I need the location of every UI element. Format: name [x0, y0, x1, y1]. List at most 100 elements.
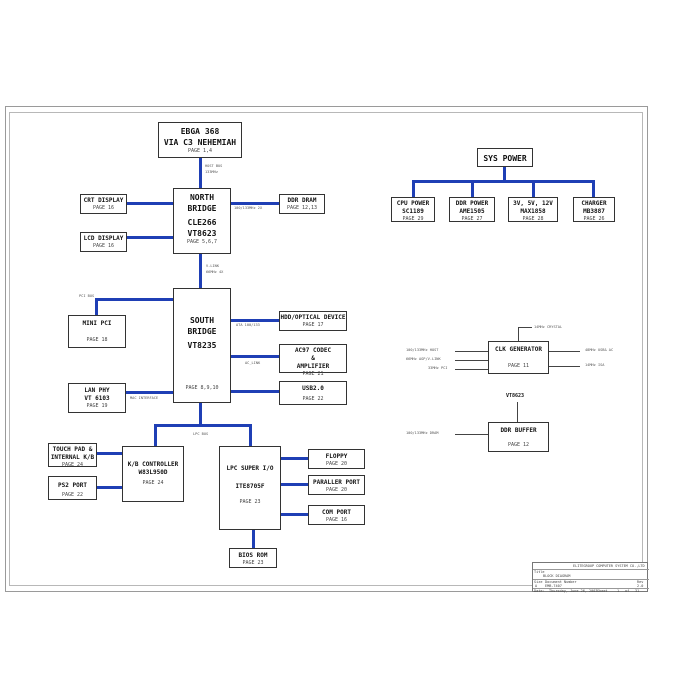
- lpc-to-superio: [249, 424, 252, 446]
- north-line-3: CLE266: [187, 218, 217, 227]
- ddr-bus-label: 100/133MHz 2X: [234, 206, 263, 210]
- parallel-page: PAGE 20: [325, 487, 348, 493]
- kbc-line-2: W83L950D: [138, 469, 168, 476]
- floppy-block: FLOPPY PAGE 20: [308, 449, 365, 469]
- lpc-bus-label: LPC BUS: [193, 432, 209, 436]
- rail-cpupower: [412, 180, 415, 197]
- tb-sheet-label: Sheet: [597, 589, 608, 593]
- pci-bus-h: [95, 298, 173, 301]
- lan-line-1: LAN PHY: [84, 387, 110, 394]
- tb-company: ELITEGROUP COMPUTER SYSTEM CO.,LTD: [573, 564, 645, 568]
- bios-rom-block: BIOS ROM PAGE 23: [229, 548, 277, 568]
- ac97-block: AC97 CODEC & AMPLIFIER PAGE 21: [279, 344, 347, 377]
- tb-size-label: Size: [534, 580, 543, 584]
- crt-title: CRT DISPLAY: [83, 197, 124, 204]
- ps2-title: PS2 PORT: [58, 482, 87, 489]
- ddr-dram-block: DDR DRAM PAGE 12,13: [279, 194, 325, 214]
- tb-rule-2: [533, 579, 649, 580]
- clk-label-r2: 14MHz ISA: [585, 363, 605, 367]
- tb-rule-1: [533, 569, 649, 570]
- ac97-line-3: AMPLIFIER: [296, 363, 330, 370]
- lan-link-line: [126, 391, 173, 394]
- ps2-port-block: PS2 PORT PAGE 22: [48, 476, 97, 500]
- tb-of-label: of: [625, 589, 630, 593]
- parallel-title: PARALLER PORT: [313, 479, 360, 486]
- pci-bus-label: PCI BUS: [79, 294, 95, 298]
- clk-r2-line: [549, 366, 580, 367]
- syspower-stem: [503, 167, 506, 181]
- tb-rev-label: Rev: [637, 580, 644, 584]
- clk-label-l1: 100/133MHz HOST: [406, 348, 439, 352]
- kbc-page: PAGE 24: [142, 480, 164, 486]
- north-bridge-block: NORTH BRIDGE CLE266 VT8623 PAGE 5,6,7: [173, 188, 231, 254]
- south-bridge-block: SOUTH BRIDGE VT8235 PAGE 8,9,10: [173, 288, 231, 403]
- ps2-page: PAGE 22: [61, 492, 84, 498]
- pci-bus-v: [95, 298, 98, 316]
- v3512-line-2: MAX1858: [520, 208, 546, 215]
- com-port-block: COM PORT PAGE 16: [308, 505, 365, 525]
- crt-display-block: CRT DISPLAY PAGE 16: [80, 194, 127, 214]
- hdd-page: PAGE 17: [302, 322, 324, 328]
- tb-of: 31: [635, 589, 640, 593]
- ddrbuf-label-l: 100/133MHz DRAM: [406, 431, 439, 435]
- ac97-line-2: &: [311, 355, 315, 362]
- com-link: [281, 513, 308, 516]
- tb-docnum-label: Document Number: [545, 580, 577, 584]
- lan-line-2: VT 6103: [84, 395, 110, 402]
- floppy-title: FLOPPY: [325, 453, 348, 460]
- cpupower-line-2: SC1189: [402, 208, 424, 215]
- clk-l2-line: [455, 360, 488, 361]
- charger-line-1: CHARGER: [581, 200, 607, 207]
- lcd-display-block: LCD DISPLAY PAGE 16: [80, 232, 127, 252]
- floppy-page: PAGE 20: [325, 461, 348, 467]
- vlink-label-2: 66MHz 4X: [206, 270, 224, 274]
- cpu-power-block: CPU POWER SC1189 PAGE 29: [391, 197, 435, 222]
- clk-title: CLK GENERATOR: [495, 346, 542, 353]
- rail-ddrpower: [471, 180, 474, 197]
- 3v5v12v-block: 3V, 5V, 12V MAX1858 PAGE 28: [508, 197, 558, 222]
- touch-pad-block: TOUCH PAD & INTERNAL K/B PAGE 24: [48, 443, 97, 468]
- tb-docnum: EMB-7407: [545, 584, 562, 588]
- lpc-bus-h: [154, 424, 252, 427]
- cpupower-page: PAGE 29: [402, 216, 424, 222]
- usb-block: USB2.0 PAGE 22: [279, 381, 347, 405]
- south-line-1: SOUTH: [189, 316, 215, 325]
- ata-label: ATA 100/133: [236, 323, 260, 327]
- lpc-to-kbc: [154, 424, 157, 446]
- north-page: PAGE 5,6,7: [186, 239, 218, 245]
- kb-controller-block: K/B CONTROLLER W83L950D PAGE 24: [122, 446, 184, 502]
- com-page: PAGE 16: [325, 517, 348, 523]
- host-bus-line: [199, 158, 202, 188]
- tb-size: A: [535, 584, 538, 588]
- crt-page: PAGE 16: [92, 205, 115, 211]
- mii-label: MAC INTERFACE: [130, 396, 159, 400]
- vlink-label: V-LINK: [206, 264, 219, 268]
- touch-line-1: TOUCH PAD &: [52, 446, 93, 453]
- touch-page: PAGE 24: [61, 462, 84, 468]
- vt8623-ref-label: VT8623: [506, 393, 525, 399]
- tb-title: BLOCK DIAGRAM: [543, 574, 571, 578]
- com-title: COM PORT: [322, 509, 351, 516]
- title-block: ELITEGROUP COMPUTER SYSTEM CO.,LTD Title…: [532, 562, 649, 593]
- north-line-2: BRIDGE: [187, 204, 217, 213]
- minipci-title: MINI PCI: [82, 320, 112, 327]
- ddr-power-block: DDR POWER AME1505 PAGE 27: [449, 197, 495, 222]
- kbc-line-1: K/B CONTROLLER: [127, 461, 179, 468]
- clk-label-l2: 66MHz AGP/V-LINK: [406, 357, 441, 361]
- cpu-block: EBGA 368 VIA C3 NEHEMIAH PAGE 1,4: [158, 122, 242, 158]
- cpu-line-1: EBGA 368: [180, 127, 220, 136]
- v3512-line-1: 3V, 5V, 12V: [513, 200, 553, 207]
- bios-page: PAGE 23: [242, 560, 264, 566]
- ddrpower-line-1: DDR POWER: [455, 200, 489, 207]
- minipci-page: PAGE 18: [86, 337, 108, 343]
- parallel-link: [281, 483, 308, 486]
- clk-r1-line: [549, 351, 580, 352]
- touch-link: [97, 452, 122, 455]
- tb-rev: 2.0: [637, 584, 644, 588]
- vlink-line: [199, 254, 202, 288]
- crystal-line-h: [518, 327, 532, 328]
- south-line-2: BRIDGE: [187, 327, 217, 336]
- clk-generator-block: CLK GENERATOR PAGE 11: [488, 341, 549, 374]
- floppy-link: [281, 457, 308, 460]
